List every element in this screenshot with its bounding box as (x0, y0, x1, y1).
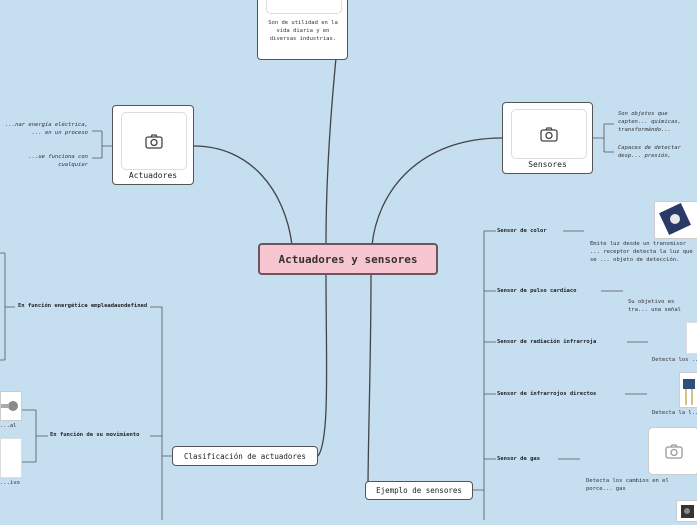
sensor-directos-image (679, 372, 697, 408)
sensor-extra-image (676, 500, 697, 522)
camera-icon (540, 127, 558, 142)
central-topic[interactable]: Actuadores y sensores (258, 243, 438, 275)
sensor-infrarroja-desc: Detecta los ... (652, 357, 697, 363)
actuator-leaf-2: ...ivo (0, 480, 20, 486)
actuadores-node[interactable]: Actuadores (112, 105, 194, 185)
sensor-color-label[interactable]: Sensor de color (497, 228, 547, 234)
top-image-placeholder (266, 0, 342, 14)
sensor-infrarroja-label[interactable]: Sensor de radiación infrarroja (497, 339, 597, 345)
sensor-directos-desc: Detecta la l... (652, 410, 697, 416)
actuadores-image-placeholder (121, 112, 187, 170)
sensores-image-placeholder (511, 109, 587, 159)
sensor-pulso-desc: Su objetivo es tra... una señal digital. (628, 299, 681, 313)
clasificacion-branch-energy[interactable]: En función energética empleadaundefined (18, 303, 148, 309)
actuadores-label: Actuadores (128, 171, 178, 180)
top-info-node[interactable]: Son de utilidad en la vida diaria y en d… (257, 0, 348, 60)
camera-icon (145, 134, 163, 149)
sensor-color-desc: Emite luz desde un transmisor ... recept… (590, 241, 693, 263)
sensor-directos-label[interactable]: Sensor de infrarrojos directos (497, 391, 597, 397)
clasificacion-branch-movement[interactable]: En función de su movimiento (50, 432, 140, 438)
camera-icon (664, 444, 683, 459)
sensor-gas-image-placeholder (648, 427, 697, 475)
clasificacion-node[interactable]: Clasificación de actuadores (172, 446, 318, 466)
sensores-desc-2: Capaces de detectar desp... presión, fue… (618, 145, 681, 159)
sensor-gas-desc: Detecta los cambios en el porce... gas (586, 478, 669, 492)
sensor-pulso-label[interactable]: Sensor de pulso cardiaco (497, 288, 577, 294)
sensor-color-image (654, 201, 697, 239)
sensores-node[interactable]: Sensores (502, 102, 593, 174)
sensores-desc-1: Son objetos que capten... químicas, tran… (618, 111, 681, 133)
actuadores-desc-2: ...ue funciona con cualquier (28, 154, 88, 168)
sensor-gas-label[interactable]: Sensor de gas (497, 456, 541, 462)
ejemplo-sensores-node[interactable]: Ejemplo de sensores (365, 481, 473, 500)
actuadores-desc-1: ...nar energía eléctrica, ... en un proc… (5, 122, 88, 136)
top-node-text: Son de utilidad en la vida diaria y en d… (268, 20, 338, 42)
actuator-image-1 (0, 391, 22, 421)
sensor-infrarroja-image (686, 322, 697, 354)
actuator-leaf-1: ...al (0, 423, 17, 429)
sensores-label: Sensores (528, 160, 567, 169)
actuator-image-2 (0, 438, 22, 478)
